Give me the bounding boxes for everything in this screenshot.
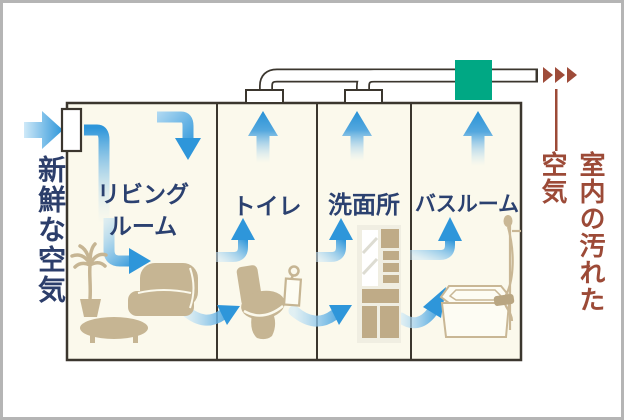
toilet-to-washroom-arrow-icon bbox=[288, 305, 352, 327]
bathroom-label: バスルーム bbox=[414, 192, 520, 216]
washroom-up-arrow-icon bbox=[342, 111, 372, 161]
living-room-label-line2: ルーム bbox=[108, 214, 178, 240]
toilet-up-arrow-icon bbox=[248, 111, 278, 163]
living-inlet-flow-icon bbox=[84, 124, 110, 222]
living-room-label: リビング ルーム bbox=[69, 179, 217, 243]
bathroom-up-arrow-icon bbox=[463, 111, 493, 166]
exhaust-air-label-col1: 室内の汚れた bbox=[575, 151, 605, 313]
fresh-air-arrow-icon bbox=[24, 111, 63, 149]
diagram-canvas bbox=[24, 60, 577, 362]
exhaust-air-label-col2: 空気 bbox=[537, 151, 567, 205]
exhaust-label-line bbox=[555, 89, 558, 151]
bathroom-elbow-arrow-icon bbox=[410, 217, 462, 260]
room-up-arrows bbox=[248, 111, 493, 166]
exhaust-air-label: 空気 室内の汚れた bbox=[534, 151, 609, 313]
potted-plant bbox=[70, 242, 108, 317]
washroom-to-bathroom-arrow-icon bbox=[395, 287, 446, 329]
toilet-bowl bbox=[236, 265, 285, 340]
exhaust-arrows-icon bbox=[543, 67, 577, 83]
living-room-label-line1: リビング bbox=[97, 182, 189, 208]
ventilation-fan-unit bbox=[455, 60, 492, 100]
living-right-arrow-icon bbox=[103, 218, 151, 274]
toilet-label: トイレ bbox=[232, 194, 302, 220]
fresh-air-label: 新鮮な空気 bbox=[34, 155, 67, 305]
toilet-brush-holder bbox=[282, 265, 303, 307]
vanity-cabinet bbox=[357, 225, 401, 343]
living-down-arrow-icon bbox=[157, 111, 201, 160]
shower-fixture bbox=[493, 215, 521, 330]
exhaust-duct bbox=[259, 68, 538, 99]
wall-inlet-vent bbox=[60, 107, 83, 153]
washroom-ceiling-vent bbox=[344, 89, 383, 104]
coffee-table bbox=[80, 317, 148, 343]
washroom-label: 洗面所 bbox=[328, 191, 400, 219]
sofa bbox=[128, 263, 198, 316]
washroom-elbow-arrow-icon bbox=[316, 218, 353, 262]
toilet-elbow-arrow-icon bbox=[216, 218, 255, 262]
bathtub bbox=[439, 285, 512, 338]
toilet-ceiling-vent bbox=[245, 89, 284, 104]
